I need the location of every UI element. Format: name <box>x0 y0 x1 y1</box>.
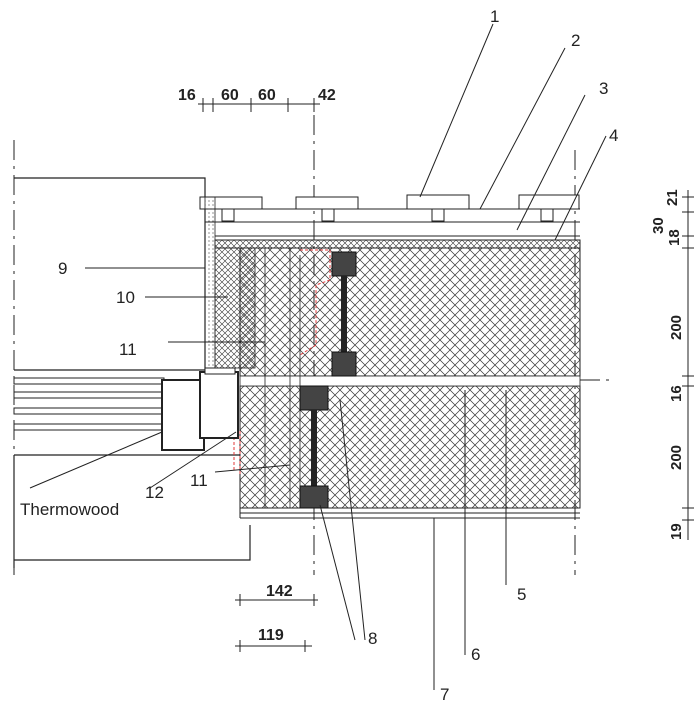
callout-7: 7 <box>440 685 449 703</box>
osb-layer <box>214 239 581 249</box>
i-joist-lower <box>299 385 329 509</box>
dim-right-19: 19 <box>668 523 685 540</box>
callout-11a: 11 <box>119 340 137 359</box>
insulation-upper <box>239 247 581 377</box>
ceiling-layers <box>239 507 580 519</box>
dim-right-30: 30 <box>650 217 667 234</box>
callout-3: 3 <box>599 79 608 98</box>
i-joist-upper <box>331 251 357 377</box>
callout-10: 10 <box>116 288 135 307</box>
internal-lines <box>264 248 301 508</box>
dim-right-200b: 200 <box>668 445 685 470</box>
dim-right-18: 18 <box>666 229 683 246</box>
callout-4: 4 <box>609 126 618 145</box>
dim-top-60a: 60 <box>221 87 239 104</box>
callout-2: 2 <box>571 31 580 50</box>
dimension-line-right <box>682 190 694 540</box>
callout-12: 12 <box>145 483 164 502</box>
dim-top-60b: 60 <box>258 87 276 104</box>
cladding-battens <box>199 194 580 222</box>
callout-8: 8 <box>368 629 377 648</box>
separation-layer <box>239 375 581 387</box>
dim-right-200a: 200 <box>668 315 685 340</box>
dim-top-42: 42 <box>318 87 336 104</box>
insulation-lower <box>239 385 581 509</box>
dim-top-16: 16 <box>178 87 196 104</box>
callout-6: 6 <box>471 645 480 664</box>
dim-bottom-142: 142 <box>266 583 293 600</box>
wall-boarding <box>204 196 216 373</box>
dim-bottom-119: 119 <box>258 627 284 644</box>
material-label-thermowood: Thermowood <box>20 500 119 519</box>
leader-lines <box>29 23 607 690</box>
window-sill <box>13 367 239 451</box>
callout-1: 1 <box>490 7 499 26</box>
dim-right-21: 21 <box>664 189 681 206</box>
dimension-line-top <box>198 98 320 112</box>
roof-layers <box>205 208 580 241</box>
callout-11b: 11 <box>190 471 208 490</box>
callout-9: 9 <box>58 259 67 278</box>
callout-5: 5 <box>517 585 526 604</box>
dim-right-16: 16 <box>668 385 685 402</box>
dimension-line-bottom <box>235 594 318 652</box>
